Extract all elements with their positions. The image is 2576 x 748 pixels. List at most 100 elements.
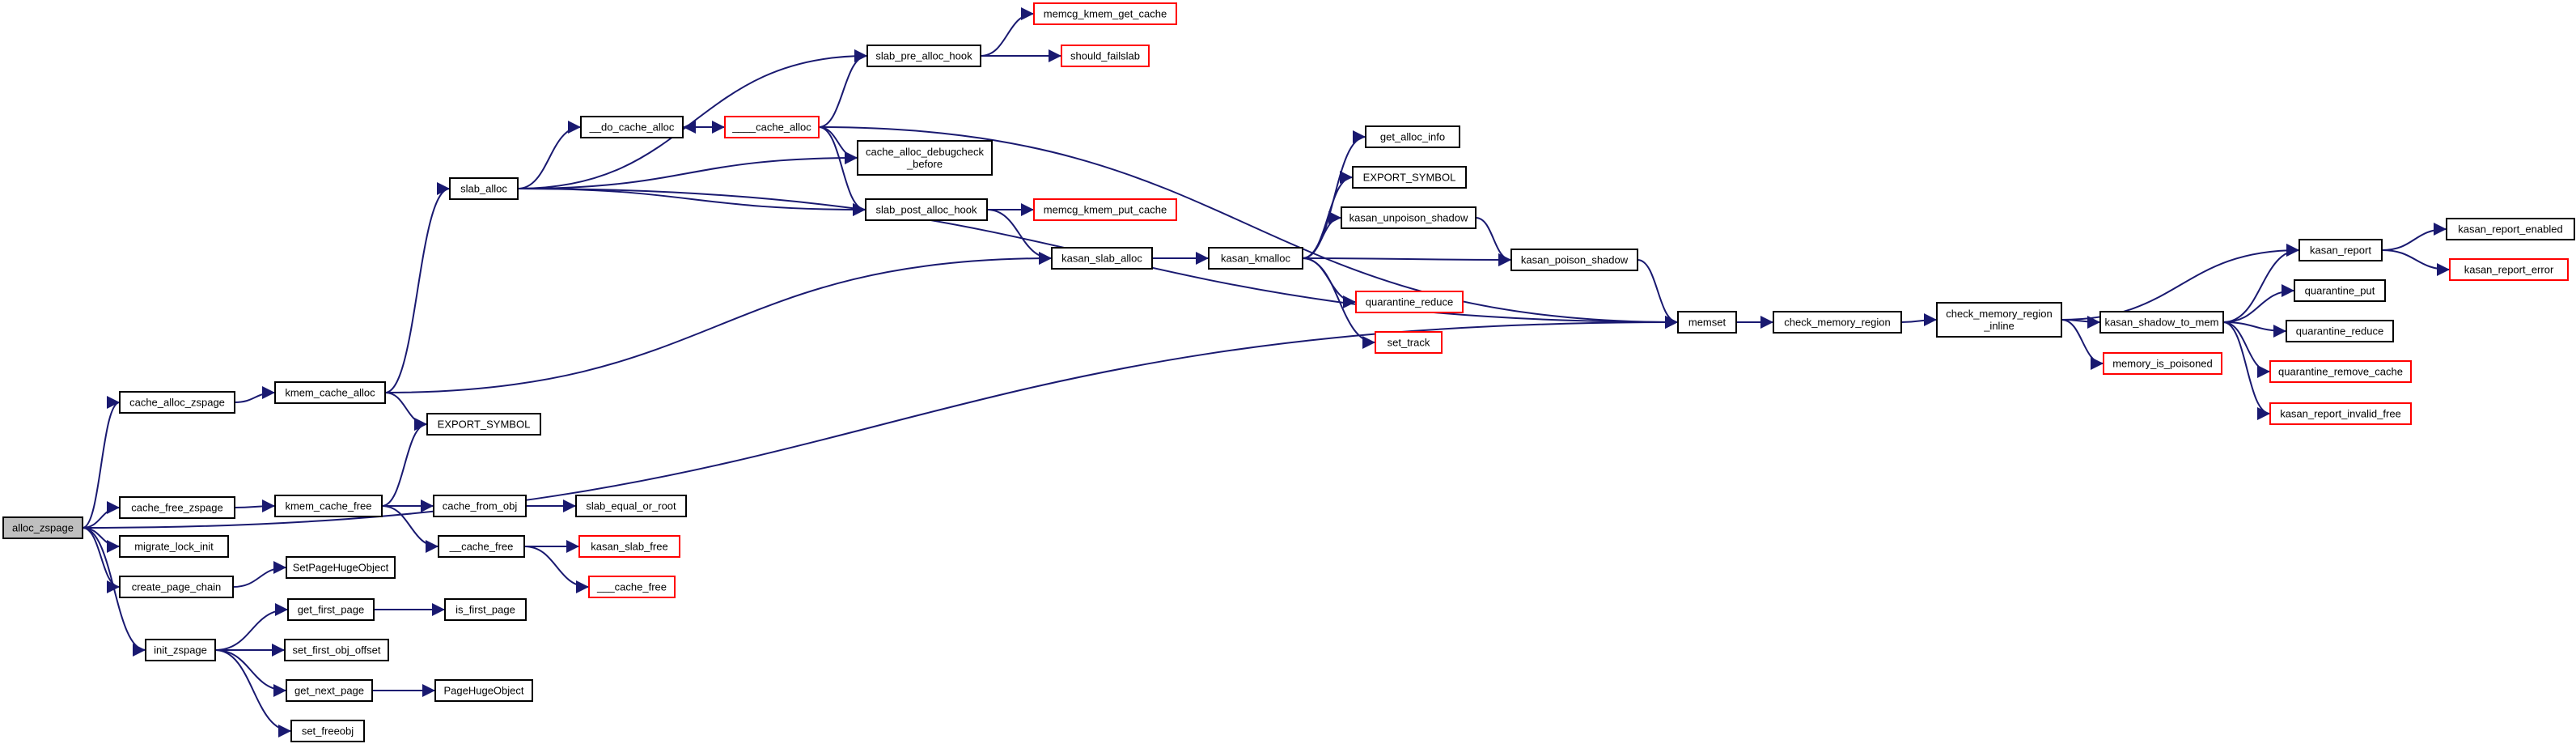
call-edge-kasan-kmalloc-to-kasan-poison-shadow xyxy=(1302,253,1512,266)
node-label: slab_equal_or_root xyxy=(586,500,676,512)
node-set-freeobj[interactable]: set_freeobj xyxy=(290,720,365,742)
node-box xyxy=(145,639,216,661)
node-box xyxy=(857,140,993,176)
node-set-first-obj-offset[interactable]: set_first_obj_offset xyxy=(284,639,389,661)
node-box xyxy=(1341,206,1477,229)
node-create-page-chain[interactable]: create_page_chain xyxy=(119,576,234,598)
call-edge-kasan-shadow-to-mem-to-quarantine-reduce-2 xyxy=(2222,321,2287,338)
node-box xyxy=(578,535,680,558)
node-kasan-slab-free[interactable]: kasan_slab_free xyxy=(578,535,680,558)
node-label: check_memory_region xyxy=(1946,308,2053,320)
node-quarantine-reduce-1[interactable]: quarantine_reduce xyxy=(1355,291,1464,313)
node-cache-from-obj[interactable]: cache_from_obj xyxy=(433,495,527,517)
node-label: kasan_report_invalid_free xyxy=(2280,408,2401,420)
node-get-next-page[interactable]: get_next_page xyxy=(286,679,373,702)
node-kasan-report-error[interactable]: kasan_report_error xyxy=(2449,258,2569,281)
node-box xyxy=(575,495,687,517)
node-cache-alloc[interactable]: ____cache_alloc xyxy=(724,116,820,138)
node-quarantine-put[interactable]: quarantine_put xyxy=(2294,279,2386,302)
call-edge-kasan-shadow-to-mem-to-quarantine-remove-cache xyxy=(2222,321,2271,378)
node-kasan-kmalloc[interactable]: kasan_kmalloc xyxy=(1208,247,1303,270)
node-check-memory-region-inline[interactable]: check_memory_region_inline xyxy=(1936,302,2062,338)
node-label: _inline xyxy=(1983,320,2015,332)
call-edge-kasan-kmalloc-to-set-track xyxy=(1302,257,1376,349)
call-edge-kasan-report-to-kasan-report-enabled xyxy=(2381,223,2447,251)
node-slab-equal-or-root[interactable]: slab_equal_or_root xyxy=(575,495,687,517)
call-edge-check-memory-region-inline-to-kasan-report xyxy=(2061,244,2300,321)
node-memcg-kmem-get-cache[interactable]: memcg_kmem_get_cache xyxy=(1033,2,1177,25)
node-quarantine-remove-cache[interactable]: quarantine_remove_cache xyxy=(2269,360,2412,383)
node-cache-free[interactable]: ___cache_free xyxy=(588,576,676,598)
node-do-cache-alloc[interactable]: __do_cache_alloc xyxy=(580,116,684,138)
node-is-first-page[interactable]: is_first_page xyxy=(444,598,527,621)
node-box xyxy=(588,576,676,598)
call-edge-kmem-cache-alloc-to-export-symbol-1 xyxy=(384,392,428,431)
node-setpagehugeobject[interactable]: SetPageHugeObject xyxy=(286,556,396,579)
node-box xyxy=(287,598,375,621)
node-slab-pre-alloc-hook[interactable]: slab_pre_alloc_hook xyxy=(866,45,981,67)
node-box xyxy=(2286,320,2394,342)
node-box xyxy=(1033,2,1177,25)
node-check-memory-region[interactable]: check_memory_region xyxy=(1773,311,1902,334)
call-edge-alloc-zspage-to-init-zspage xyxy=(82,527,146,657)
call-edge-cache-alloc-to-memset xyxy=(818,126,1679,329)
node-label: memory_is_poisoned xyxy=(2112,358,2213,370)
node-label: cache_alloc_zspage xyxy=(129,397,225,409)
node-memset[interactable]: memset xyxy=(1677,311,1737,334)
call-edge-cache-alloc-to-slab-pre-alloc-hook xyxy=(818,49,868,128)
node-set-track[interactable]: set_track xyxy=(1375,331,1443,354)
node-kasan-report[interactable]: kasan_report xyxy=(2298,239,2383,261)
node-label: check_memory_region xyxy=(1784,317,1891,329)
node-label: slab_alloc xyxy=(460,183,507,195)
node-label: quarantine_put xyxy=(2305,285,2375,297)
node-slab-alloc[interactable]: slab_alloc xyxy=(449,177,519,200)
node-label: memset xyxy=(1688,317,1727,329)
node-box xyxy=(1355,291,1464,313)
node-kasan-report-enabled[interactable]: kasan_report_enabled xyxy=(2446,218,2575,240)
node-cache-free-zspage[interactable]: cache_free_zspage xyxy=(119,496,235,519)
node-kasan-slab-alloc[interactable]: kasan_slab_alloc xyxy=(1051,247,1153,270)
node-export-symbol-1[interactable]: EXPORT_SYMBOL xyxy=(426,413,541,436)
node-init-zspage[interactable]: init_zspage xyxy=(145,639,216,661)
node-kasan-shadow-to-mem[interactable]: kasan_shadow_to_mem xyxy=(2099,311,2224,334)
node-box xyxy=(866,45,981,67)
node-label: ____cache_alloc xyxy=(731,121,811,134)
node-export-symbol-2[interactable]: EXPORT_SYMBOL xyxy=(1352,166,1467,189)
node-kmem-cache-free[interactable]: kmem_cache_free xyxy=(274,495,383,517)
node-label: kasan_poison_shadow xyxy=(1521,254,1629,266)
node-label: slab_pre_alloc_hook xyxy=(875,50,972,62)
node-box xyxy=(1352,166,1467,189)
node-kasan-report-invalid-free[interactable]: kasan_report_invalid_free xyxy=(2269,402,2412,425)
call-edge-cache-alloc-zspage-to-kmem-cache-alloc xyxy=(234,386,276,403)
node-memory-is-poisoned[interactable]: memory_is_poisoned xyxy=(2103,352,2222,375)
node-get-first-page[interactable]: get_first_page xyxy=(287,598,375,621)
node-should-failslab[interactable]: should_failslab xyxy=(1061,45,1150,67)
node-box xyxy=(274,381,386,404)
node-label: init_zspage xyxy=(154,644,207,657)
node-pagehugeobject[interactable]: PageHugeObject xyxy=(434,679,533,702)
node-slab-post-alloc-hook[interactable]: slab_post_alloc_hook xyxy=(865,198,988,221)
node-box xyxy=(1208,247,1303,270)
node-kmem-cache-alloc[interactable]: kmem_cache_alloc xyxy=(274,381,386,404)
call-edge-init-zspage-to-set-freeobj xyxy=(214,649,292,737)
node-memcg-kmem-put-cache[interactable]: memcg_kmem_put_cache xyxy=(1033,198,1177,221)
node-cache-alloc-debugcheck-before[interactable]: cache_alloc_debugcheck_before xyxy=(857,140,993,176)
node-box xyxy=(1061,45,1150,67)
node-get-alloc-info[interactable]: get_alloc_info xyxy=(1365,125,1460,148)
node-alloc-zspage[interactable]: alloc_zspage xyxy=(2,516,83,539)
node-label: ___cache_free xyxy=(596,581,667,593)
call-edge-alloc-zspage-to-memset xyxy=(82,316,1679,529)
node-box xyxy=(1510,249,1638,271)
node-box xyxy=(434,679,533,702)
node-kasan-unpoison-shadow[interactable]: kasan_unpoison_shadow xyxy=(1341,206,1477,229)
node-kasan-poison-shadow[interactable]: kasan_poison_shadow xyxy=(1510,249,1638,271)
node-box xyxy=(2269,360,2412,383)
node-label: get_first_page xyxy=(298,604,364,616)
node-box xyxy=(2298,239,2383,261)
node-cache-alloc-zspage[interactable]: cache_alloc_zspage xyxy=(119,391,235,414)
node-label: kasan_report xyxy=(2310,244,2371,257)
node-cache-free[interactable]: __cache_free xyxy=(438,535,525,558)
node-migrate-lock-init[interactable]: migrate_lock_init xyxy=(119,535,229,558)
node-box xyxy=(580,116,684,138)
node-quarantine-reduce-2[interactable]: quarantine_reduce xyxy=(2286,320,2394,342)
